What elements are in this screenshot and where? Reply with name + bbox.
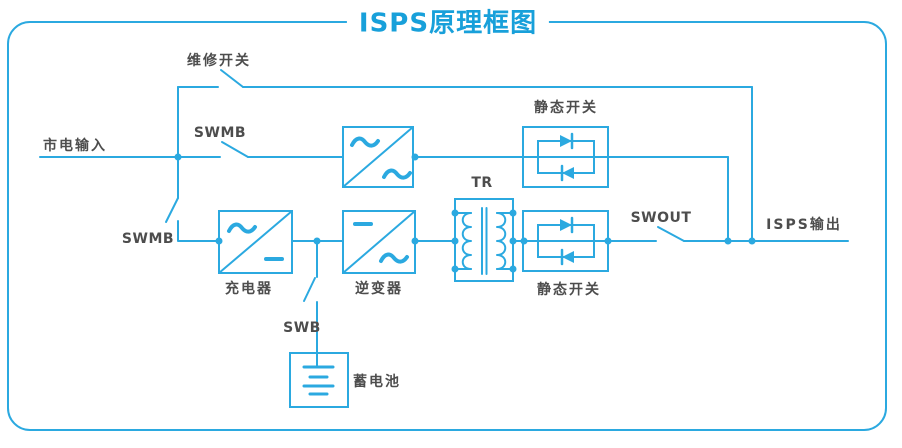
label-swb: SWB bbox=[283, 320, 321, 336]
charger-block bbox=[218, 210, 293, 274]
label-static-switch-bottom: 静态开关 bbox=[537, 282, 601, 298]
label-mains-input: 市电输入 bbox=[43, 138, 107, 154]
page-title: ISPS原理框图 bbox=[346, 2, 550, 40]
ac-wave-icon bbox=[350, 136, 380, 148]
diode-left-icon bbox=[562, 251, 574, 263]
static-switch-top-block bbox=[522, 126, 609, 188]
secondary-coil-icon bbox=[496, 212, 507, 270]
label-static-switch-top: 静态开关 bbox=[534, 100, 598, 116]
label-charger: 充电器 bbox=[225, 281, 273, 297]
label-swout: SWOUT bbox=[630, 210, 692, 226]
primary-coil-icon bbox=[461, 212, 472, 270]
ac-wave-icon bbox=[382, 168, 412, 180]
swb-switch-symbol bbox=[303, 277, 316, 302]
label-isps-output: ISPS输出 bbox=[766, 217, 842, 233]
swmb-left-switch-symbol bbox=[165, 197, 179, 223]
diagram-frame bbox=[7, 21, 887, 431]
transformer-block bbox=[454, 198, 514, 282]
ac-wave-icon bbox=[379, 252, 409, 264]
maintenance-switch-symbol bbox=[220, 69, 244, 88]
label-swmb-top: SWMB bbox=[193, 125, 247, 141]
diode-right-icon bbox=[560, 219, 572, 231]
swmb-top-switch-symbol bbox=[221, 141, 249, 158]
inverter-block bbox=[342, 210, 416, 274]
label-transformer: TR bbox=[471, 175, 493, 191]
label-battery: 蓄电池 bbox=[353, 374, 401, 390]
acac-converter-block bbox=[342, 126, 414, 188]
label-swmb-left: SWMB bbox=[121, 231, 175, 247]
swout-switch-symbol bbox=[657, 226, 685, 242]
battery-block bbox=[289, 352, 349, 408]
ac-wave-icon bbox=[227, 222, 257, 234]
diode-right-icon bbox=[560, 135, 572, 147]
label-inverter: 逆变器 bbox=[355, 281, 403, 297]
diode-left-icon bbox=[562, 167, 574, 179]
junction-dots bbox=[174, 153, 756, 273]
connection-wires bbox=[39, 86, 849, 368]
label-maintenance-switch: 维修开关 bbox=[187, 53, 251, 69]
